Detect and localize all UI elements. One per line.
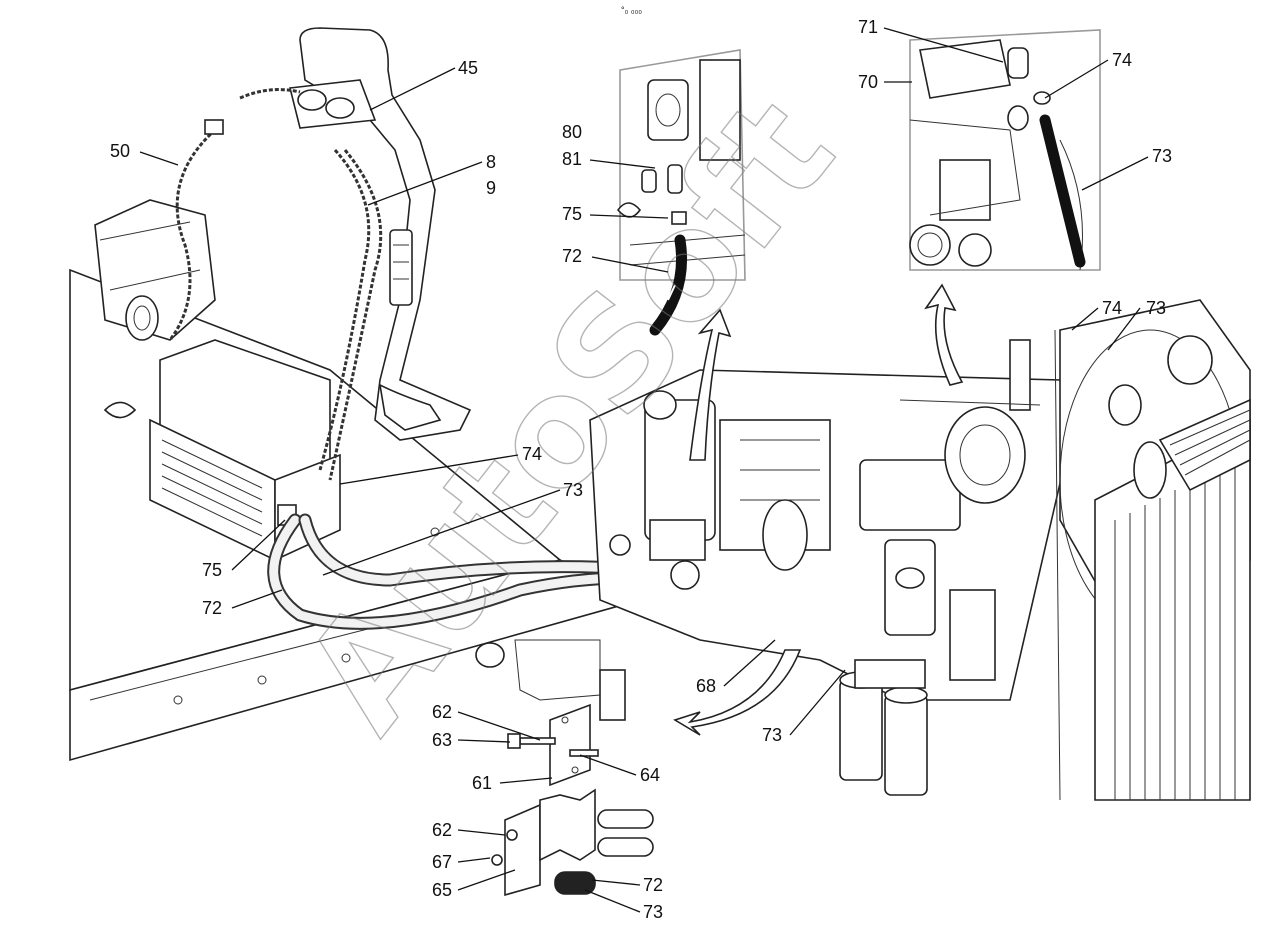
callout-labels: 45 50 8 9 80 81 75 72 71 70 74 73 74 73 …	[110, 17, 1172, 922]
callout-50: 50	[110, 141, 130, 161]
radiator-and-fan	[1054, 299, 1251, 801]
operator-seat	[289, 27, 472, 441]
callout-68: 68	[696, 676, 716, 696]
callout-9: 9	[486, 178, 496, 198]
callout-8: 8	[486, 152, 496, 172]
wiring-harness	[168, 88, 383, 481]
top-mark: °₀ ₀₀₀	[621, 5, 642, 15]
callout-72-inset: 72	[562, 246, 582, 266]
pointer-arrows	[673, 283, 964, 736]
callout-62-upper: 62	[432, 702, 452, 722]
callout-67: 67	[432, 852, 452, 872]
fuel-tank	[94, 199, 216, 341]
callout-73-engine: 73	[1146, 298, 1166, 318]
engine-assembly	[589, 339, 1071, 701]
callout-70: 70	[858, 72, 878, 92]
callout-72-heater: 72	[202, 598, 222, 618]
inset-view-upper-hose	[616, 49, 746, 336]
callout-45: 45	[458, 58, 478, 78]
hose-bracket-assembly	[475, 639, 654, 897]
callout-61: 61	[472, 773, 492, 793]
inset-view-return-hose	[909, 29, 1101, 271]
callout-73-inset: 73	[1152, 146, 1172, 166]
callout-80: 80	[562, 122, 582, 142]
callout-leaders	[139, 27, 1149, 913]
callout-65: 65	[432, 880, 452, 900]
callout-75-heater: 75	[202, 560, 222, 580]
callout-74-inset: 74	[1112, 50, 1132, 70]
callout-73-filter: 73	[762, 725, 782, 745]
callout-75-inset: 75	[562, 204, 582, 224]
callout-64: 64	[640, 765, 660, 785]
callout-63: 63	[432, 730, 452, 750]
callout-71: 71	[858, 17, 878, 37]
callout-62-lower: 62	[432, 820, 452, 840]
callout-74-engine: 74	[1102, 298, 1122, 318]
coolant-filters	[839, 659, 928, 796]
callout-72-bracket: 72	[643, 875, 663, 895]
callout-81: 81	[562, 149, 582, 169]
callout-73-heater: 73	[563, 480, 583, 500]
callout-74-heater: 74	[522, 444, 542, 464]
callout-73-bracket: 73	[643, 902, 663, 922]
